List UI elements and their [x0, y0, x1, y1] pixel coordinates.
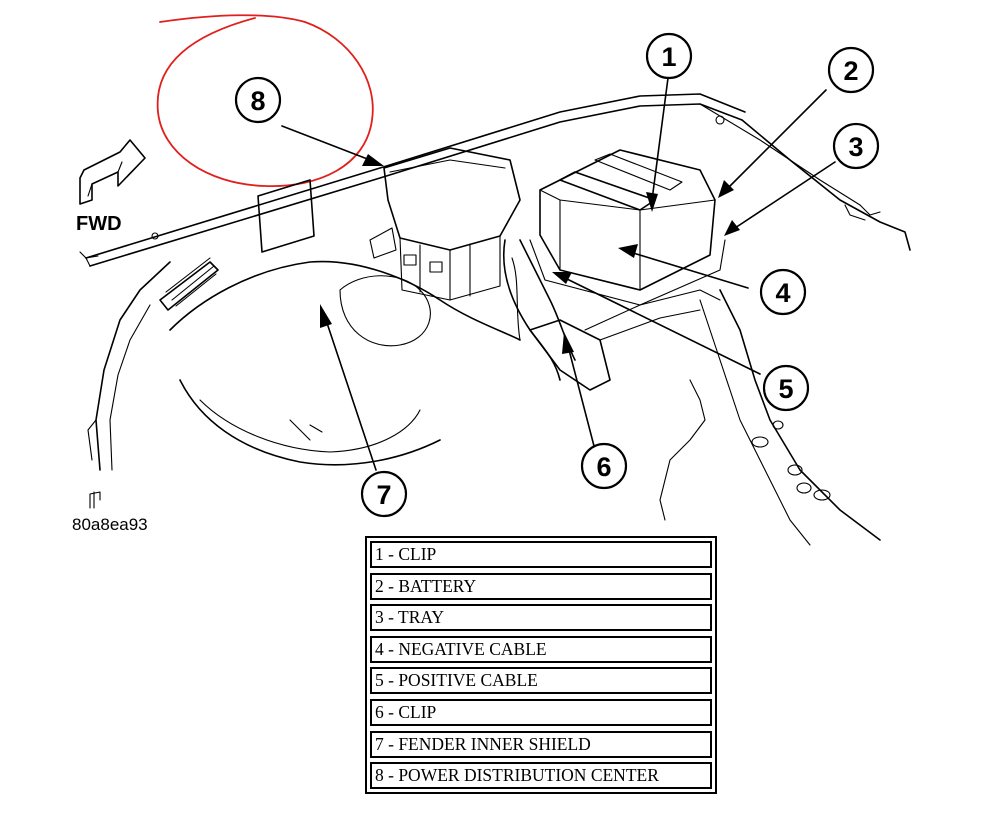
body-structure-drawing: [79, 93, 911, 546]
svg-text:5: 5: [778, 374, 793, 404]
legend-row: 5 - POSITIVE CABLE: [370, 667, 712, 695]
battery-drawing: [529, 149, 726, 306]
callout-4: 4: [759, 268, 807, 316]
legend-table: 1 - CLIP 2 - BATTERY 3 - TRAY 4 - NEGATI…: [365, 536, 717, 795]
svg-text:6: 6: [596, 452, 611, 482]
legend-row: 6 - CLIP: [370, 698, 712, 726]
callout-2: 2: [827, 46, 875, 94]
callout-8: 8: [234, 76, 282, 124]
forward-arrow-icon: [79, 139, 146, 205]
legend-row: 1 - CLIP: [370, 541, 712, 568]
power-distribution-center-drawing: [369, 147, 521, 301]
svg-text:7: 7: [376, 480, 391, 510]
legend-row: 8 - POWER DISTRIBUTION CENTER: [370, 762, 712, 790]
callout-6: 6: [580, 442, 628, 490]
fwd-label: FWD: [76, 213, 122, 235]
svg-text:2: 2: [843, 56, 858, 86]
callout-7: 7: [360, 470, 408, 518]
svg-text:3: 3: [848, 132, 863, 162]
svg-text:4: 4: [775, 278, 790, 308]
legend-row: 2 - BATTERY: [370, 572, 712, 600]
callout-5: 5: [762, 364, 810, 412]
battery-cables-drawing: [502, 239, 576, 381]
svg-text:8: 8: [250, 86, 265, 116]
figure-mark-icon: [89, 491, 101, 509]
legend-row: 3 - TRAY: [370, 604, 712, 632]
callout-3: 3: [832, 122, 880, 170]
svg-text:1: 1: [661, 42, 676, 72]
figure-id: 80a8ea93: [72, 515, 148, 534]
callout-leader-arrows: [281, 77, 836, 471]
red-annotation-circle: [156, 14, 374, 187]
callout-1: 1: [645, 32, 693, 80]
legend-row: 7 - FENDER INNER SHIELD: [370, 730, 712, 758]
legend-row: 4 - NEGATIVE CABLE: [370, 635, 712, 663]
